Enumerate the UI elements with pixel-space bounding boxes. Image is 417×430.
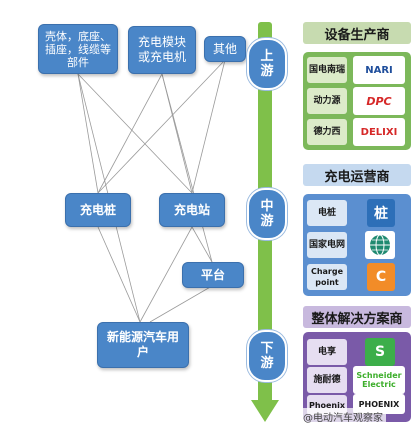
stage-midstream-char1: 中 — [260, 199, 274, 214]
link-shell-station — [77, 73, 193, 194]
dianxiang-logo: S — [365, 338, 395, 366]
upstream-section-title: 设备生产商 — [303, 22, 411, 44]
state-grid-logo — [365, 231, 395, 259]
link-other-pile — [97, 59, 226, 194]
link-other-station — [191, 59, 226, 194]
pile-logo: 桩 — [367, 199, 395, 227]
dpc-logo: DPC — [353, 87, 405, 115]
upstream-panel: 国电南瑞 NARI 动力源 DPC 德力西 DELIXI — [303, 52, 411, 150]
module-node: 充电模块或充电机 — [128, 26, 196, 74]
midstream-row: 电桩 桩 — [307, 197, 407, 229]
schneider-logo-text: Schneider Electric — [356, 371, 402, 389]
link-station-user — [139, 226, 193, 323]
company-name: Charge point — [307, 264, 347, 290]
user-node: 新能源汽车用户 — [97, 322, 189, 368]
stage-downstream-char1: 下 — [260, 341, 274, 356]
platform-node: 平台 — [182, 262, 244, 288]
dpc-logo-text: DPC — [366, 94, 392, 108]
upstream-row: 德力西 DELIXI — [307, 116, 407, 148]
upstream-row: 动力源 DPC — [307, 85, 407, 117]
delixi-logo: DELIXI — [353, 118, 405, 146]
link-module-pile — [97, 73, 163, 194]
station-node: 充电站 — [159, 193, 225, 227]
stage-downstream: 下 游 — [247, 330, 287, 382]
chargepoint-logo: C — [367, 263, 395, 291]
link-station-platform — [191, 226, 213, 263]
company-name: 德力西 — [307, 119, 347, 145]
company-name: 电桩 — [307, 200, 347, 226]
midstream-row: 国家电网 — [307, 229, 407, 261]
link-platform-user — [149, 285, 213, 323]
phoenix-logo-text: PHOENIX — [358, 399, 400, 409]
link-pile-user — [97, 226, 141, 323]
stage-upstream: 上 游 — [247, 38, 287, 90]
pile-node: 充电桩 — [65, 193, 131, 227]
midstream-panel: 电桩 桩 国家电网 Charge point C — [303, 194, 411, 296]
nari-logo-text: NARI — [365, 64, 393, 76]
value-chain-arrow-head — [251, 400, 279, 422]
stage-upstream-char1: 上 — [260, 49, 274, 64]
stage-midstream: 中 游 — [247, 188, 287, 240]
company-name: 国家电网 — [307, 232, 347, 258]
downstream-row: 电享 S — [307, 336, 407, 368]
watermark: @电动汽车观察家 — [300, 408, 386, 425]
midstream-section-title: 充电运营商 — [303, 164, 411, 186]
stage-midstream-char2: 游 — [260, 214, 274, 229]
company-name: 动力源 — [307, 88, 347, 114]
dianxiang-logo-text: S — [374, 344, 386, 360]
link-module-platform — [161, 73, 213, 263]
stage-upstream-char2: 游 — [260, 64, 274, 79]
company-name: 施耐德 — [307, 367, 347, 393]
nari-logo: NARI — [353, 56, 405, 84]
delixi-logo-text: DELIXI — [360, 126, 398, 138]
pile-logo-text: 桩 — [374, 206, 388, 222]
upstream-row: 国电南瑞 NARI — [307, 54, 407, 86]
chargepoint-logo-text: C — [375, 269, 387, 285]
schneider-logo: Schneider Electric — [353, 366, 405, 394]
other-node: 其他 — [204, 36, 246, 62]
downstream-row: 施耐德 Schneider Electric — [307, 364, 407, 396]
grid-globe-icon — [370, 234, 390, 256]
stage-downstream-char2: 游 — [260, 356, 274, 371]
company-name: 国电南瑞 — [307, 57, 347, 83]
company-name: 电享 — [307, 339, 347, 365]
link-shell-pile — [77, 73, 99, 194]
downstream-section-title: 整体解决方案商 — [303, 306, 411, 328]
midstream-row: Charge point C — [307, 261, 407, 293]
shell-node: 壳体，底座、插座，线缆等部件 — [38, 24, 118, 74]
